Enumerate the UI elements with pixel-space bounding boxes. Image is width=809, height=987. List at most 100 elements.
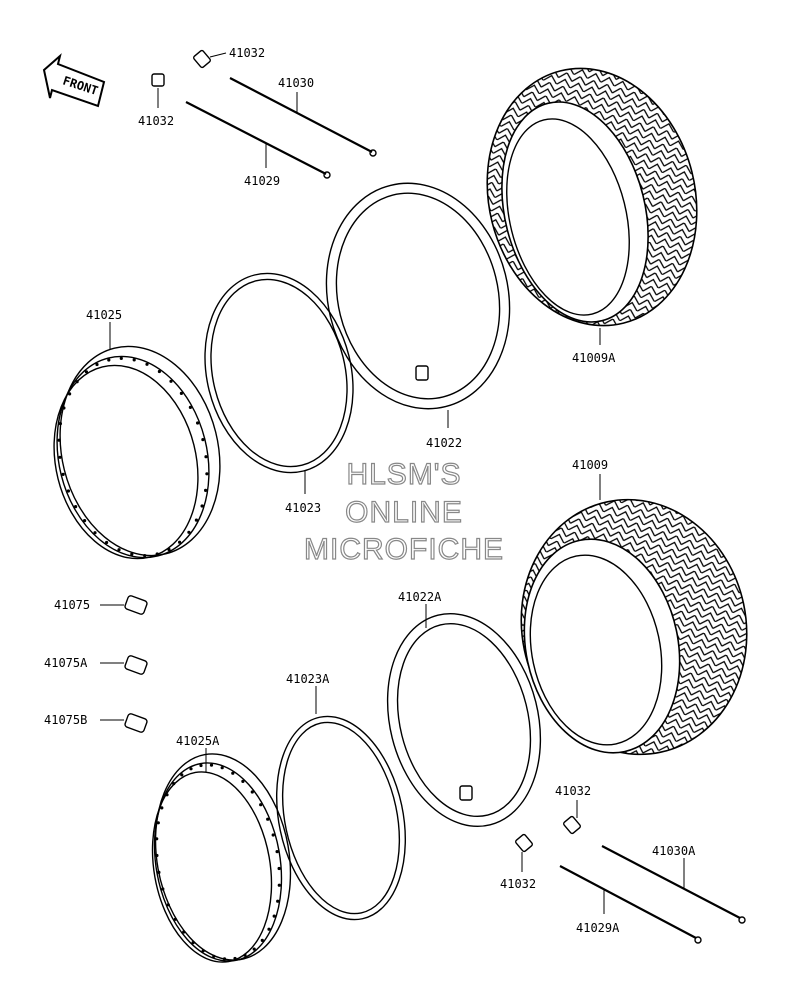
spoke-hole (271, 833, 275, 837)
spoke-hole (66, 489, 70, 493)
label-41030A: 41030A (652, 844, 696, 858)
spoke-hole (205, 472, 209, 476)
spoke-hole (57, 438, 61, 442)
spoke-hole (58, 455, 62, 459)
watermark-line-3: MICROFICHE (304, 533, 504, 566)
spoke-hole (266, 817, 270, 821)
spoke-hole (107, 358, 111, 362)
spoke-hole (105, 540, 109, 545)
spoke-hole (83, 519, 87, 523)
spoke-holes-41025 (57, 356, 209, 558)
spoke-hole (95, 362, 99, 367)
collar-41075A (100, 655, 148, 675)
spoke-hole (75, 380, 79, 384)
spoke-hole (252, 947, 256, 951)
spoke-hole (160, 806, 164, 810)
spoke-hole (169, 379, 173, 383)
spoke-hole (191, 941, 195, 945)
spoke-hole (58, 422, 63, 426)
label-41032-top: 41032 (229, 46, 265, 60)
spoke-41029 (185, 101, 331, 179)
spoke-hole (61, 472, 65, 476)
spoke-hole (179, 391, 183, 395)
spoke-hole (275, 850, 279, 854)
spoke-hole (277, 883, 281, 887)
spoke-hole (209, 763, 214, 767)
spoke-hole (277, 866, 281, 871)
label-41009A: 41009A (572, 351, 616, 365)
label-41032-bottom-right: 41032 (555, 784, 591, 798)
spoke-41030A (601, 845, 746, 924)
rim-band-41023 (204, 272, 354, 494)
spoke-hole (212, 954, 216, 958)
valve-cap-41032-bottom-left (515, 833, 533, 872)
label-41025: 41025 (86, 308, 122, 322)
spoke-hole (196, 421, 200, 425)
spoke-hole (204, 488, 208, 492)
spoke-hole (132, 358, 136, 362)
spoke-hole (200, 504, 204, 508)
watermark-line-2: ONLINE (345, 496, 463, 529)
spoke-hole (233, 956, 237, 961)
spoke-hole (155, 552, 159, 556)
label-41022: 41022 (426, 436, 462, 450)
spoke-hole (74, 505, 78, 509)
spoke-hole (201, 438, 205, 442)
spoke-hole (189, 767, 193, 771)
inner-tube-41022 (325, 182, 511, 428)
label-41023: 41023 (285, 501, 321, 515)
spoke-hole (119, 356, 123, 360)
valve-cap-41032-left (151, 73, 165, 108)
spoke-hole (161, 887, 165, 891)
collar-41075 (100, 595, 148, 615)
spoke-hole (93, 531, 97, 535)
label-41029: 41029 (244, 174, 280, 188)
label-41030: 41030 (278, 76, 314, 90)
label-41075B: 41075B (44, 713, 87, 727)
watermark-line-1: HLSM'S (346, 458, 461, 491)
spoke-hole (166, 903, 170, 907)
spoke-hole (188, 405, 192, 409)
label-41009: 41009 (572, 458, 608, 472)
spoke-hole (187, 530, 191, 534)
label-41032-left: 41032 (138, 114, 174, 128)
spoke-hole (259, 803, 263, 807)
label-41022A: 41022A (398, 590, 442, 604)
spoke-hole (143, 554, 147, 558)
spoke-hole (231, 771, 235, 775)
spoke-hole (260, 938, 264, 943)
spoke-hole (180, 773, 184, 777)
front-arrow-icon: FRONT (42, 53, 106, 108)
tire-41009 (520, 474, 748, 756)
valve-cap-41032-top (193, 49, 227, 69)
label-41023A: 41023A (286, 672, 330, 686)
spoke-holes-41025A (155, 763, 281, 961)
spoke-hole (68, 392, 72, 396)
spoke-hole (204, 455, 208, 459)
spoke-hole (173, 917, 177, 921)
spoke-hole (272, 914, 276, 918)
spoke-hole (84, 370, 88, 374)
spoke-hole (220, 766, 224, 770)
spoke-hole (241, 779, 245, 784)
spoke-hole (157, 369, 161, 374)
spoke-hole (243, 953, 247, 957)
label-41075A: 41075A (44, 656, 88, 670)
spoke-hole (250, 790, 254, 794)
label-41025A: 41025A (176, 734, 220, 748)
spoke-hole (167, 547, 171, 552)
label-41075: 41075 (54, 598, 90, 612)
tire-41009A (486, 67, 698, 345)
spoke-hole (165, 793, 169, 797)
rim-band-41023A (275, 686, 407, 921)
spoke-hole (156, 821, 160, 825)
spoke-hole (182, 930, 186, 934)
spoke-hole (155, 853, 159, 858)
spoke-41029A (559, 865, 702, 944)
spoke-hole (194, 518, 198, 522)
spoke-hole (201, 949, 205, 953)
inner-tube-41022A (386, 604, 542, 828)
spoke-hole (62, 406, 66, 410)
spoke-hole (199, 763, 203, 768)
